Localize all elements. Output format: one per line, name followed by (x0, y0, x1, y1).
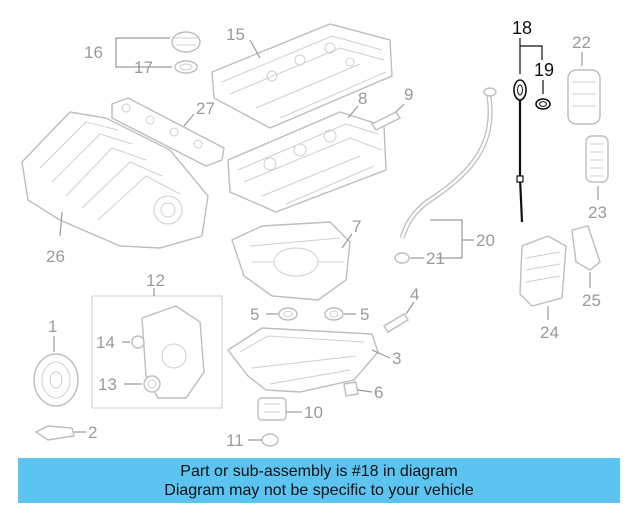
banner-line-part: Part or sub-assembly is #18 in diagram (180, 462, 458, 480)
callout-10: 10 (304, 403, 323, 422)
callout-5-left: 5 (250, 305, 259, 324)
valve-cover (211, 23, 393, 129)
intake-manifold (21, 111, 209, 249)
leader-15 (249, 39, 261, 59)
oil-filler-cap (171, 31, 201, 74)
callout-19: 19 (534, 60, 554, 80)
oil-filter-element (585, 135, 609, 183)
leader-9 (395, 103, 405, 113)
oil-pan (226, 327, 379, 393)
leader-7 (341, 233, 353, 249)
timing-cover (231, 221, 351, 301)
bolt-4 (383, 313, 409, 333)
callout-7: 7 (352, 217, 361, 236)
callout-2: 2 (88, 423, 97, 442)
part-info-banner: Part or sub-assembly is #18 in diagram D… (18, 458, 620, 503)
pulley-bolt (34, 425, 75, 441)
callout-9: 9 (404, 85, 413, 104)
callout-18: 18 (512, 18, 532, 38)
callout-1: 1 (48, 317, 57, 336)
crankshaft-pulley (33, 353, 79, 407)
leader-16-17 (115, 37, 172, 68)
oil-cooler (519, 235, 567, 307)
seal-left (278, 307, 298, 321)
callout-8: 8 (358, 89, 367, 108)
leader-13-14 (122, 341, 142, 385)
seal-13 (143, 375, 161, 393)
callout-23: 23 (588, 203, 607, 222)
callout-17: 17 (134, 58, 153, 77)
callout-11: 11 (226, 431, 244, 450)
leader-6 (357, 389, 373, 393)
leader-20 (430, 219, 474, 259)
callout-6: 6 (374, 383, 383, 402)
callout-3: 3 (392, 349, 401, 368)
callout-5-right: 5 (360, 305, 369, 324)
drain-plug (343, 381, 359, 397)
oil-filter-housing (567, 69, 601, 125)
oil-dipstick (513, 79, 527, 223)
callout-27: 27 (196, 99, 215, 118)
dipstick-tube (399, 87, 497, 239)
cooler-gasket (571, 225, 601, 271)
callout-13: 13 (98, 375, 117, 394)
sensor-bolt-9 (370, 111, 402, 131)
tube-seal (394, 252, 410, 264)
callout-16: 16 (84, 43, 103, 62)
callout-25: 25 (582, 291, 601, 310)
leader-18 (519, 38, 543, 74)
leader-3 (371, 349, 391, 359)
callout-22: 22 (572, 33, 591, 52)
leader-27 (183, 113, 195, 127)
callout-20: 20 (476, 231, 495, 250)
callout-26: 26 (46, 247, 65, 266)
leader-26 (59, 211, 63, 237)
cylinder-head (227, 111, 387, 213)
sensor-seal (261, 433, 279, 447)
callout-4: 4 (410, 285, 419, 304)
banner-line-disclaimer: Diagram may not be specific to your vehi… (164, 481, 474, 499)
dipstick-o-ring (535, 98, 551, 110)
oil-level-sensor (257, 397, 287, 421)
seal-14 (131, 335, 145, 349)
callout-12: 12 (146, 271, 165, 290)
callout-12-box (91, 295, 223, 409)
callout-24: 24 (540, 323, 559, 342)
leader-8 (347, 105, 359, 119)
seal-right (324, 307, 344, 321)
callout-15: 15 (226, 25, 245, 44)
callout-14: 14 (96, 333, 115, 352)
leader-4 (405, 301, 415, 315)
parts-diagram: 16 17 15 27 26 8 9 (21, 18, 609, 450)
intake-gasket (111, 97, 225, 167)
callout-21: 21 (426, 249, 445, 268)
